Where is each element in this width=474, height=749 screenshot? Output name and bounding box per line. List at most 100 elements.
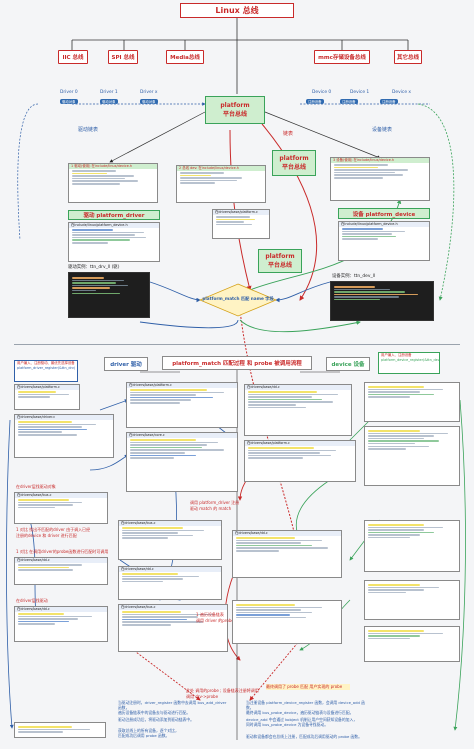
code-block-r1 xyxy=(364,382,460,422)
code-header-c7: 在drivers/base/core.c xyxy=(127,433,237,438)
code-block-c2: 在drivers/base/driver.c xyxy=(14,414,114,458)
code-block-c1: 在drivers/base/platform.c xyxy=(14,384,80,410)
code-block-r2 xyxy=(364,426,460,486)
code-block-r5 xyxy=(364,626,460,662)
code-header-c13: 在drivers/base/dd.c xyxy=(233,531,341,536)
code-header-c5: 在drivers/base/dd.c xyxy=(15,607,107,612)
code-header-c1: 在drivers/base/platform.c xyxy=(15,385,79,390)
code-block-attach xyxy=(14,722,106,738)
mmc-bus-box: mmc存储设备总线 xyxy=(314,50,370,64)
code-block-dd-probe xyxy=(232,600,342,644)
code-block-r3 xyxy=(364,520,460,572)
device-label-box: 设备 platform_device xyxy=(338,208,430,219)
note-n8: 最终调用了 probe 匹配 用户实现的 probe xyxy=(266,684,350,690)
code-block-r4 xyxy=(364,580,460,620)
device-instance-code xyxy=(330,281,434,321)
bus-struct-code: 2 总线 dev: 在include/linux/device.h xyxy=(176,165,266,203)
code-header-c3: 在drivers/base/bus.c xyxy=(15,493,107,498)
device-x-label: Device x xyxy=(392,90,412,95)
platform-link-label: 链表 xyxy=(283,131,294,137)
device-platform-header: 在include/linux/platform_device.h xyxy=(339,222,429,227)
left-entry-box: 用户编入、注册驱动、最优先选择设备 platform_driver_regist… xyxy=(14,360,78,382)
note-n2: 1 对比 找出不匹配的driver 由于调入已经 注册的device 和 dri… xyxy=(16,527,91,538)
note-n1: 在driver层找驱动对象 xyxy=(16,484,56,489)
code-header-c4: 在drivers/base/dd.c xyxy=(15,558,107,563)
code-header-c10: 在drivers/base/bus.c xyxy=(119,605,227,610)
driver-x-pill: 驱动对象 xyxy=(140,99,158,104)
device-x-pill: 注册设备 xyxy=(380,99,398,104)
code-block-c11: 在drivers/base/dd.c xyxy=(244,384,352,436)
right-entry-func: platform_device_register(&ttn_dev) xyxy=(379,358,439,363)
bottom-left-note-1: 当驱动注册时，driver_register 函数中去调用 bus_add_dr… xyxy=(118,700,227,715)
code-block-c7: 在drivers/base/core.c xyxy=(126,432,238,492)
driver-platform-header: 在include/linux/platform_device.h xyxy=(69,223,159,228)
code-header-c11: 在drivers/base/dd.c xyxy=(245,385,351,390)
platform-bus-type-code: 在drivers/base/platform.c xyxy=(212,209,270,239)
left-entry-text: 用户编入、注册驱动、最优先选择设备 xyxy=(15,361,77,366)
iic-bus-box: IIC 总线 xyxy=(58,50,88,64)
bottom-left-note-2: 驱动注册成功后，将驱动添加到驱动链表中。 xyxy=(118,717,194,722)
driver-1-pill: 驱动对象 xyxy=(100,99,118,104)
device-struct-code: 3 设备(使用) 在include/linux/device.h xyxy=(330,157,430,201)
flow-divider xyxy=(14,344,460,345)
other-bus-box: 其它总线 xyxy=(394,50,422,64)
right-entry-box: 用户编入、注册设备 platform_device_register(&ttn_… xyxy=(378,352,440,374)
driver-struct-code: 1 驱动(使用) 在include/linux/device.h xyxy=(68,163,158,203)
match-diamond-label: platform_match 匹配 name 字段 xyxy=(202,296,274,301)
driver-0-pill: 驱动对象 xyxy=(60,99,78,104)
code-header-c8: 在drivers/base/bus.c xyxy=(119,521,221,526)
platform-bus-type-header: 在drivers/base/platform.c xyxy=(213,210,269,215)
code-block-c9: 在drivers/base/dd.c xyxy=(118,566,222,600)
bottom-right-note-1: 当注册设备 platform_device_register 函数，会调用 de… xyxy=(246,700,365,715)
driver-label-box: 驱动 platform_driver xyxy=(68,210,160,220)
driver-list-label: 驱动链表 xyxy=(78,127,99,133)
device-1-pill: 注册设备 xyxy=(340,99,358,104)
code-header-c9: 在drivers/base/dd.c xyxy=(119,567,221,572)
driver-section-label: driver 驱动 xyxy=(104,357,148,371)
note-n4: 在driver层找驱动 xyxy=(16,598,48,603)
platform-bus-main: platform 平台总线 xyxy=(205,96,265,124)
driver-instance-code xyxy=(68,272,150,318)
spi-bus-box: SPI 总线 xyxy=(108,50,138,64)
bottom-left-note-3: 获取总线上的所有设备，逐个对比， 匹配成功后调用 probe 函数。 xyxy=(118,728,179,738)
device-list-label: 设备链表 xyxy=(372,127,393,133)
bottom-right-note-2: device_add 中会通过 kobject 机制让用户空间获知设备的加入， … xyxy=(246,717,358,727)
code-block-c13: 在drivers/base/dd.c xyxy=(232,530,342,578)
note-n7: 此处 调用的probe ; 设备链表注册将调用 调用 drv->probe xyxy=(186,688,259,699)
driver-instance-label: 驱动实例：ttn_drv_ll (驱) xyxy=(68,265,120,270)
code-header-c2: 在drivers/base/driver.c xyxy=(15,415,113,420)
device-section-label: device 设备 xyxy=(326,357,370,371)
code-block-c6: 在drivers/base/platform.c xyxy=(126,382,238,428)
bottom-right-note-3: 驱动和设备都会在总线上注册，匹配成功后调用驱动的 probe 函数。 xyxy=(246,734,362,739)
device-struct-header: 3 设备(使用) 在include/linux/device.h xyxy=(331,158,429,163)
device-platform-code: 在include/linux/platform_device.h xyxy=(338,221,430,261)
platform-bus-second: platform 平台总线 xyxy=(272,150,316,176)
media-bus-box: Media总线 xyxy=(166,50,204,64)
code-header-c6: 在drivers/base/platform.c xyxy=(127,383,237,388)
note-n6: 1 遍历设备链表 调用 driver 的probe xyxy=(196,612,234,623)
code-block-c8: 在drivers/base/bus.c xyxy=(118,520,222,560)
left-entry-func: platform_driver_register(&ttn_drv) xyxy=(15,366,77,371)
platform-bus-third: platform 平台总线 xyxy=(258,249,302,273)
code-block-c4: 在drivers/base/dd.c xyxy=(14,557,108,585)
bus-struct-header: 2 总线 dev: 在include/linux/device.h xyxy=(177,166,265,171)
driver-0-label: Driver 0 xyxy=(60,90,78,95)
driver-x-label: Driver x xyxy=(140,90,158,95)
code-block-c12: 在drivers/base/platform.c xyxy=(244,440,356,482)
note-n5: 调用 platform_driver 注册 驱动 match 的 match xyxy=(190,500,240,511)
device-instance-label: 设备实例：ttn_dev_ll xyxy=(332,274,376,279)
device-1-label: Device 1 xyxy=(350,90,370,95)
driver-platform-code: 在include/linux/platform_device.h xyxy=(68,222,160,262)
right-entry-text: 用户编入、注册设备 xyxy=(379,353,439,358)
note-n3: 1 对比 在调用driver的probe函数进行匹配时可调用 xyxy=(16,549,109,554)
device-0-label: Device 0 xyxy=(312,90,332,95)
flow-title: platform_match 匹配过程 和 probe 被调用流程 xyxy=(162,356,312,370)
code-block-c10: 在drivers/base/bus.c xyxy=(118,604,228,652)
driver-struct-header: 1 驱动(使用) 在include/linux/device.h xyxy=(69,164,157,169)
device-0-pill: 注册设备 xyxy=(306,99,324,104)
code-block-c5: 在drivers/base/dd.c xyxy=(14,606,108,642)
driver-1-label: Driver 1 xyxy=(100,90,118,95)
linux-bus-title: Linux 总线 xyxy=(180,3,294,18)
code-block-c3: 在drivers/base/bus.c xyxy=(14,492,108,524)
code-header-c12: 在drivers/base/platform.c xyxy=(245,441,355,446)
